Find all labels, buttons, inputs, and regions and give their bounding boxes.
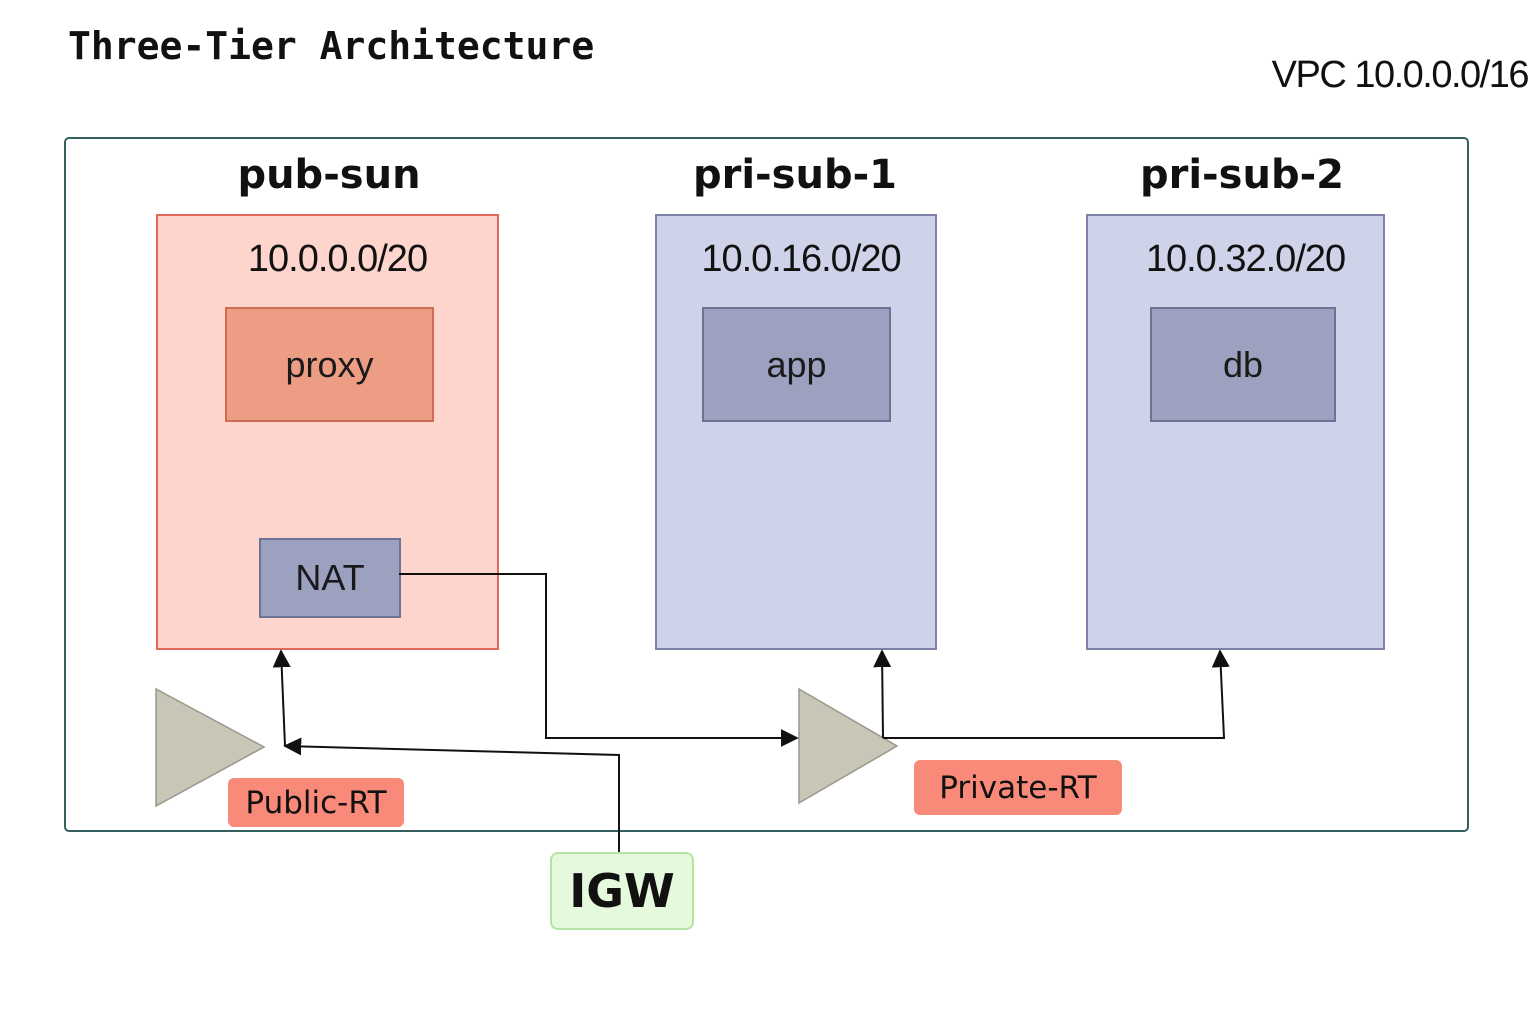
- app-server: app: [702, 307, 891, 422]
- subnet-cidr: 10.0.16.0/20: [701, 238, 901, 280]
- subnet-pri-sub-2: 10.0.32.0/20 db: [1086, 214, 1385, 650]
- private-route-table-label: Private-RT: [914, 760, 1122, 815]
- subnet-name-pri-sub-2: pri-sub-2: [1139, 152, 1345, 198]
- proxy-server: proxy: [225, 307, 434, 422]
- db-server: db: [1150, 307, 1336, 422]
- public-route-table-label: Public-RT: [228, 778, 404, 827]
- vpc-label: VPC 10.0.0.0/16: [1271, 54, 1530, 96]
- subnet-name-pub-sun: pub-sun: [237, 152, 421, 198]
- subnet-pub-sun: 10.0.0.0/20 proxy NAT: [156, 214, 499, 650]
- subnet-cidr: 10.0.0.0/20: [247, 238, 428, 280]
- subnet-name-pri-sub-1: pri-sub-1: [692, 152, 898, 198]
- internet-gateway: IGW: [550, 852, 694, 930]
- diagram-title: Three-Tier Architecture: [68, 24, 595, 68]
- subnet-pri-sub-1: 10.0.16.0/20 app: [655, 214, 937, 650]
- nat-gateway: NAT: [259, 538, 401, 618]
- subnet-cidr: 10.0.32.0/20: [1145, 238, 1346, 280]
- vpc-boundary: [64, 137, 1469, 832]
